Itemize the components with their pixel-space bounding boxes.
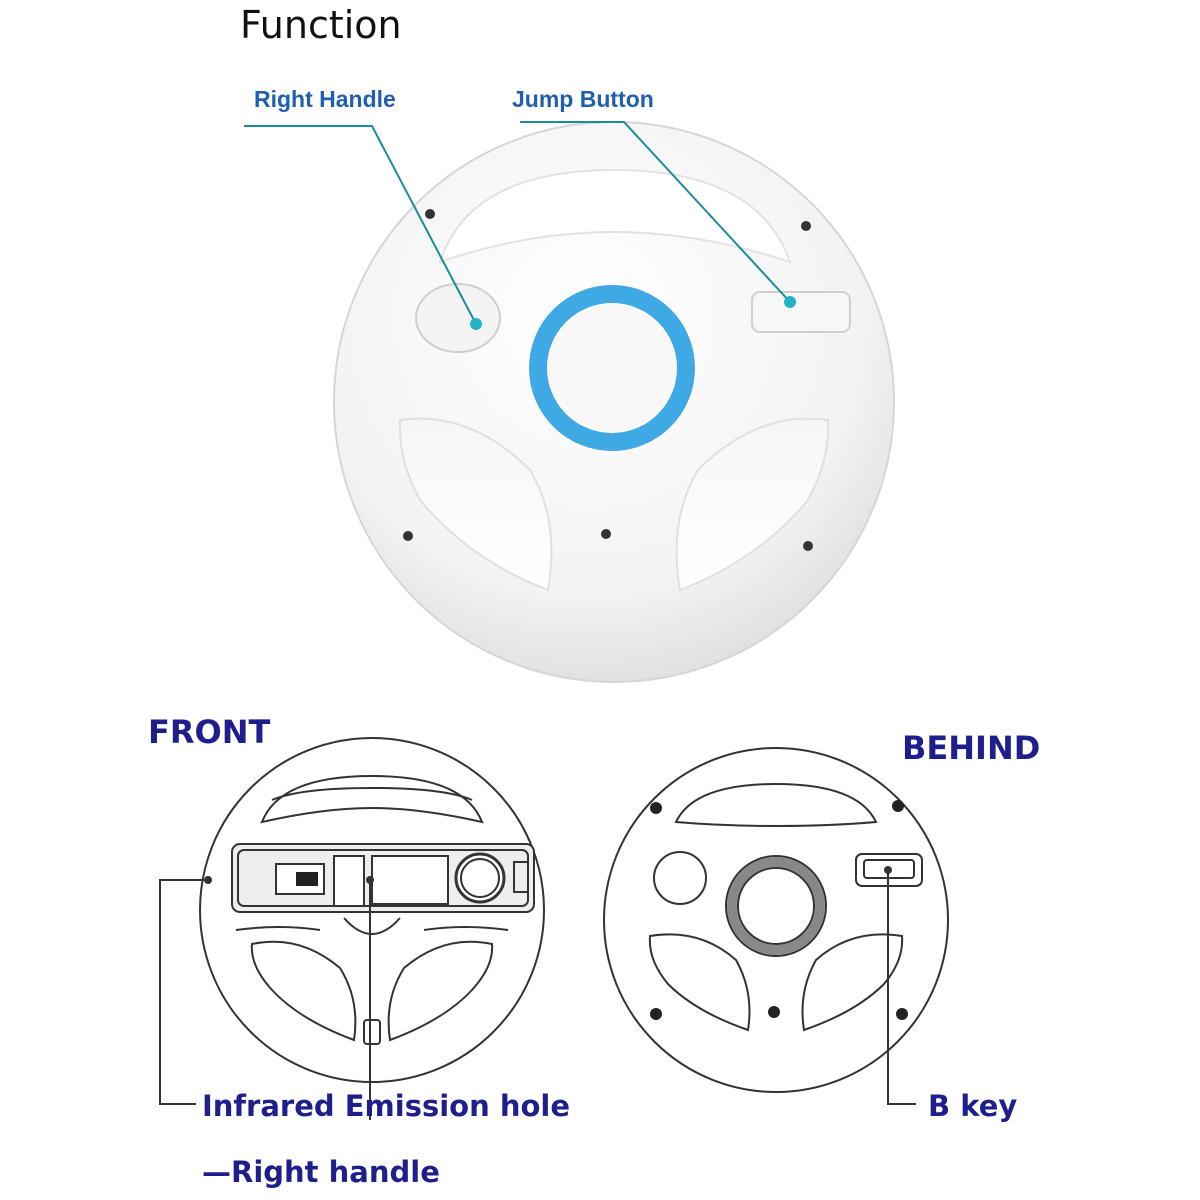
right-handle-label: Right Handle [254,86,396,112]
right-handle-front-label: —Right handle [202,1155,440,1189]
page-title: Function [240,3,402,47]
jump-button [751,291,851,333]
behind-screw-holes [650,800,908,1020]
b-key-label: B key [928,1089,1018,1123]
center-ring [529,285,695,451]
steering-wheel-photo [333,121,895,683]
front-leader-lines [159,879,371,1120]
behind-heading: BEHIND [902,729,1041,767]
infrared-hole-marker-dot [366,876,374,884]
jump-button-label: Jump Button [512,86,654,112]
infrared-emission-hole-label: Infrared Emission hole [202,1089,571,1123]
photo-leader-lines [244,121,791,325]
behind-leader-line [887,870,916,1105]
right-handle-marker-dot [470,318,482,330]
behind-wheel-drawing [603,747,949,1093]
right-handle-socket [415,283,501,353]
b-key-marker-dot [884,866,892,874]
front-wheel-drawing [199,737,545,1083]
jump-button-marker-dot [784,296,796,308]
front-heading: FRONT [148,713,271,751]
